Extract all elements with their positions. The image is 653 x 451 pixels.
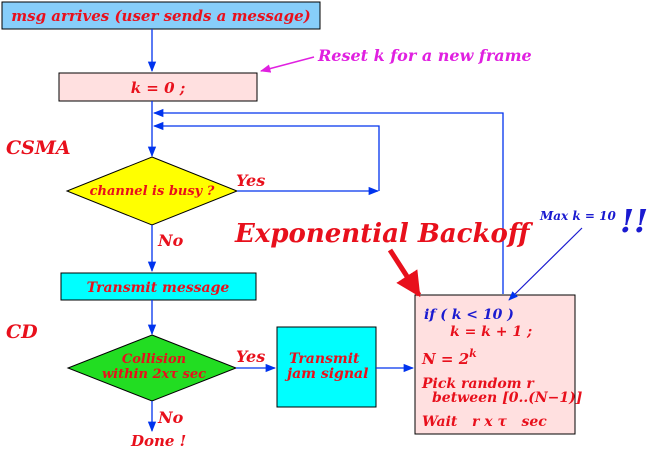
backoff-box	[414, 294, 576, 435]
cd-label: CD	[6, 321, 38, 343]
transmit-jam-line1: Transmit	[289, 351, 360, 367]
reset-k-arrow	[259, 56, 315, 73]
backoff-n-exponent: k	[469, 347, 477, 360]
transmit-message-box	[60, 272, 257, 301]
collision-no-label: No	[157, 408, 184, 427]
msg-arrives-label: msg arrives (user sends a message)	[11, 7, 310, 25]
done-label: Done !	[130, 432, 186, 450]
busy-yes-label: Yes	[236, 171, 265, 190]
max-k-arrow	[508, 227, 583, 301]
k-zero-box	[58, 72, 258, 102]
busy-no-label: No	[157, 231, 184, 250]
collision-label-line1: Collision	[122, 352, 186, 367]
exclaim-mark: !!	[620, 202, 648, 240]
channel-busy-label: channel is busy ?	[90, 184, 215, 199]
collision-yes-label: Yes	[236, 347, 265, 366]
backoff-pick-line2: between [0..(N−1)]	[432, 390, 583, 406]
backoff-increment-line: k = k + 1 ;	[450, 324, 532, 340]
backoff-n-line: N = 2k	[421, 347, 477, 368]
backoff-loop-line	[152, 108, 504, 294]
msg-arrives-box	[1, 1, 321, 30]
backoff-pick-line1: Pick random r	[421, 376, 535, 392]
backoff-if-line: if ( k < 10 )	[424, 307, 514, 323]
csma-label: CSMA	[6, 137, 71, 159]
exponential-backoff-label: Exponential Backoff	[234, 219, 534, 249]
reset-k-annotation: Reset k for a new frame	[317, 46, 532, 65]
collision-label-line2: within 2xτ sec	[102, 367, 206, 382]
max-k-label: Max k = 10	[539, 209, 616, 223]
k-zero-label: k = 0 ;	[131, 79, 186, 97]
busy-loop-line	[152, 121, 380, 191]
transmit-jam-line2: jam signal	[284, 366, 368, 382]
backoff-wait-line: Wait r x τ sec	[422, 414, 547, 430]
exponential-backoff-arrow	[387, 248, 422, 298]
transmit-message-label: Transmit message	[87, 280, 230, 296]
backoff-n-prefix: N = 2	[421, 350, 469, 368]
transmit-jam-box	[276, 326, 377, 408]
